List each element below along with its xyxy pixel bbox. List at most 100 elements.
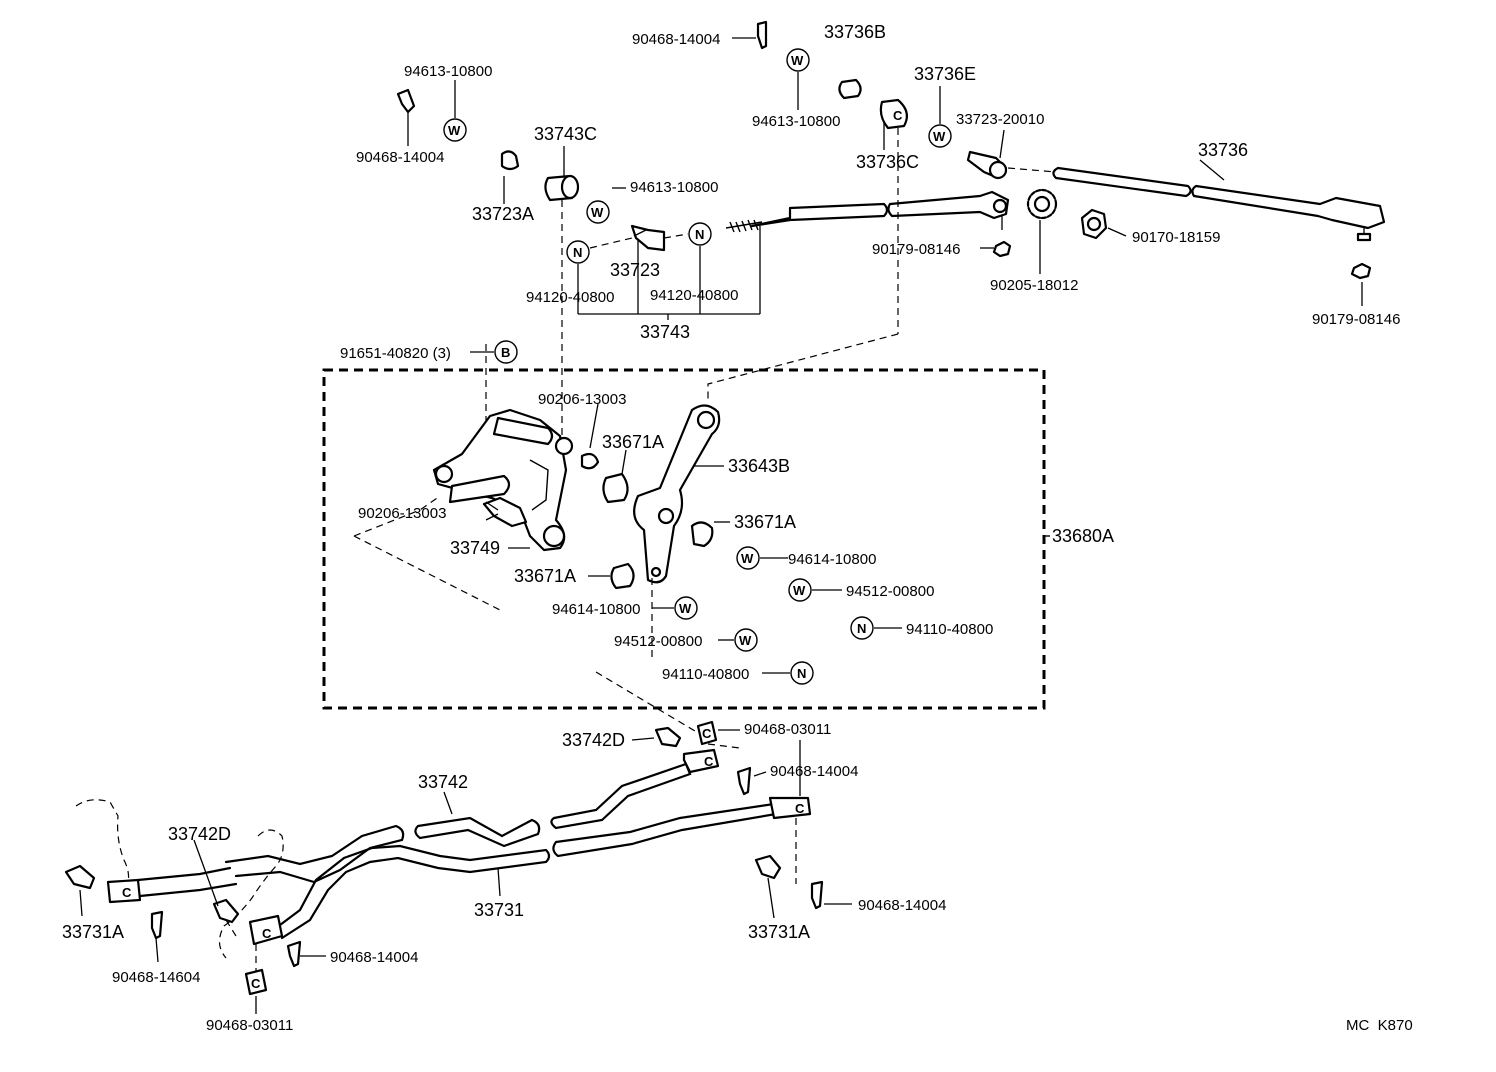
bolt-symbol-icon: B xyxy=(494,340,518,364)
leader-lines xyxy=(407,72,1363,353)
nut-symbol-icon: N xyxy=(790,661,814,685)
bushing-33736B xyxy=(838,78,862,100)
svg-text:N: N xyxy=(695,227,704,242)
washer-symbol-icon: W xyxy=(788,578,812,602)
cotter-pin-icon xyxy=(396,88,416,114)
cotter-pin-icon xyxy=(736,766,752,796)
bolt-33731A-left xyxy=(64,864,96,890)
label-94614-10800: 94614-10800 xyxy=(788,551,876,568)
label-33742D: 33742D xyxy=(562,730,625,750)
washer-symbol-icon: W xyxy=(586,200,610,224)
bolt-33742D-top xyxy=(654,726,682,748)
label-90179-08146-b: 90179-08146 xyxy=(1312,311,1400,328)
washer-symbol-icon: W xyxy=(736,546,760,570)
bushing-33743C xyxy=(544,174,580,202)
washer-symbol-icon: W xyxy=(674,596,698,620)
pin-90206-13003 xyxy=(580,452,600,470)
nut-90179-08146 xyxy=(992,240,1012,258)
label-90170-18159: 90170-18159 xyxy=(1132,229,1220,246)
clip-33742-left: C xyxy=(248,914,284,946)
leader-lines-assembly xyxy=(508,449,902,674)
svg-text:W: W xyxy=(591,205,604,220)
bushing-33671A xyxy=(602,472,629,504)
collar-symbol: C xyxy=(893,108,903,123)
leader-line xyxy=(485,501,499,511)
label-90468-14604: 90468-14604 xyxy=(112,969,200,986)
guide-lines-bottom xyxy=(225,818,797,972)
label-33742: 33742 xyxy=(418,772,468,792)
bushing-33671A-right xyxy=(690,521,714,548)
label-33731: 33731 xyxy=(474,900,524,920)
label-94110-40800: 94110-40800 xyxy=(906,621,993,638)
svg-text:C: C xyxy=(122,885,132,900)
label-94613-10800-c: 94613-10800 xyxy=(630,179,718,196)
label-90205-18012: 90205-18012 xyxy=(990,277,1078,294)
linkage-rod-33742: C xyxy=(224,748,720,884)
nut-symbol-icon: N xyxy=(566,240,590,264)
svg-text:W: W xyxy=(741,551,754,566)
diagram-code: MC K870 xyxy=(1346,1017,1413,1034)
svg-text:W: W xyxy=(679,601,692,616)
label-33736: 33736 xyxy=(1198,140,1248,160)
ball-joint-33723-20010 xyxy=(966,150,1008,180)
svg-text:W: W xyxy=(448,123,461,138)
washer-symbol-icon: W xyxy=(928,124,952,148)
cotter-pin-icon xyxy=(756,20,768,50)
label-33723-20010: 33723-20010 xyxy=(956,111,1044,128)
label-33731A: 33731A xyxy=(62,922,124,942)
label-94613-10800-b: 94613-10800 xyxy=(752,113,840,130)
label-90468-14004-c: 90468-14004 xyxy=(770,763,858,780)
label-33736E: 33736E xyxy=(914,64,976,84)
cotter-pin-icon xyxy=(810,880,824,910)
clip-90468-03011-bottom: C xyxy=(244,968,268,996)
label-90179-08146: 90179-08146 xyxy=(872,241,960,258)
nut-symbol-icon: N xyxy=(850,616,874,640)
label-91651-40820: 91651-40820 (3) xyxy=(340,345,451,362)
nut-symbol-icon: N xyxy=(688,222,712,246)
bracket-33749 xyxy=(432,408,574,552)
washer-symbol-icon: W xyxy=(734,628,758,652)
label-33723: 33723 xyxy=(610,260,660,280)
svg-text:W: W xyxy=(793,583,806,598)
bolt-33742D-left xyxy=(212,898,240,924)
label-33680A: 33680A xyxy=(1052,526,1114,546)
assembly-boundary xyxy=(322,368,1046,710)
bushing-33723A xyxy=(500,150,520,171)
washer-symbol-icon: W xyxy=(443,118,467,142)
label-33749: 33749 xyxy=(450,538,500,558)
label-33742D-b: 33742D xyxy=(168,824,231,844)
label-90468-14004-e: 90468-14004 xyxy=(330,949,418,966)
label-33743C: 33743C xyxy=(534,124,597,144)
label-94512-00800-b: 94512-00800 xyxy=(614,633,702,650)
label-33671A-b: 33671A xyxy=(734,512,796,532)
label-33723A: 33723A xyxy=(472,204,534,224)
label-94120-40800: 94120-40800 xyxy=(526,289,614,306)
label-33736C: 33736C xyxy=(856,152,919,172)
label-90468-14004: 90468-14004 xyxy=(632,31,720,48)
svg-text:B: B xyxy=(501,345,510,360)
label-90206-13003-b: 90206-13003 xyxy=(358,505,446,522)
svg-text:C: C xyxy=(262,926,272,941)
label-94614-10800-b: 94614-10800 xyxy=(552,601,640,618)
clip-33731-left: C xyxy=(106,878,142,904)
lock-washer-90205-18012 xyxy=(1026,188,1058,220)
label-33671A: 33671A xyxy=(602,432,664,452)
label-90468-14004-d: 90468-14004 xyxy=(858,897,946,914)
pedal-outline xyxy=(75,799,130,889)
cotter-pin-icon xyxy=(286,940,302,968)
linkage-rod-33736 xyxy=(1052,166,1386,242)
svg-text:C: C xyxy=(251,976,261,991)
nut-90179-08146-right xyxy=(1350,262,1372,280)
svg-text:N: N xyxy=(857,621,866,636)
label-90468-03011-b: 90468-03011 xyxy=(206,1017,293,1034)
bushing-33736C: C xyxy=(879,98,909,130)
cotter-pin-icon xyxy=(150,910,164,940)
label-33643B: 33643B xyxy=(728,456,790,476)
label-94512-00800: 94512-00800 xyxy=(846,583,934,600)
svg-text:W: W xyxy=(791,53,804,68)
guide-lines-assembly xyxy=(353,495,741,749)
leader-line xyxy=(1007,167,1057,173)
label-90468-14004-b: 90468-14004 xyxy=(356,149,444,166)
bushing-33671A-lower xyxy=(610,562,635,590)
